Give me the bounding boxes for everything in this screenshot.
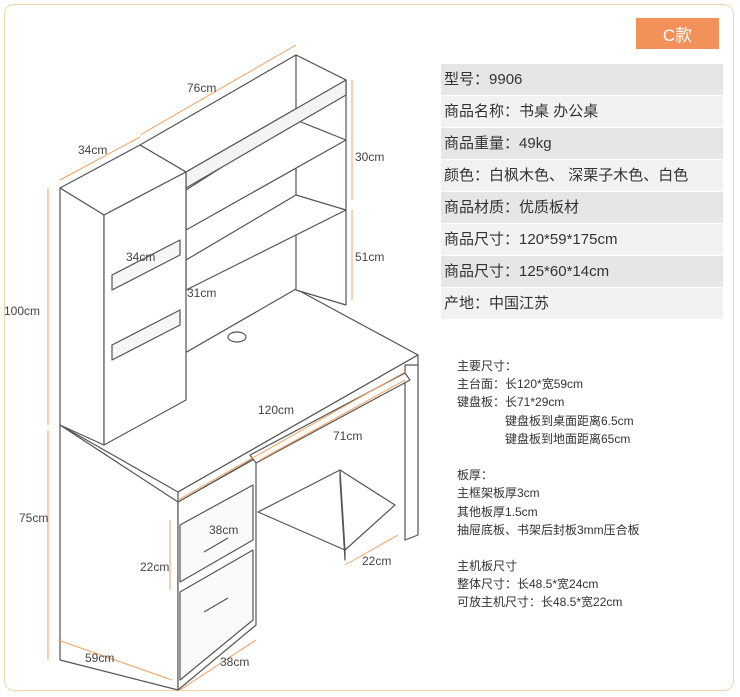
spec-label: 商品重量 xyxy=(444,135,519,152)
dimension-label: 34cm xyxy=(126,250,156,264)
tower-shelf-1 xyxy=(111,239,181,291)
keyboard-tray xyxy=(249,372,411,464)
note-line: 主框架板厚3cm xyxy=(457,486,540,501)
dimension-label: 71cm xyxy=(333,429,363,443)
dimension-label: 31cm xyxy=(187,286,217,300)
spec-row-weight: 商品重量49kg xyxy=(441,128,723,160)
spec-value: 书桌 办公桌 xyxy=(519,103,599,120)
note-line: 其他板厚1.5cm xyxy=(457,504,538,519)
lower-drawer xyxy=(179,549,254,681)
spec-label: 商品尺寸 xyxy=(444,263,519,280)
tower-shelf-2 xyxy=(111,309,181,361)
right-leg xyxy=(404,364,419,541)
notes-heading: 主机板尺寸 xyxy=(457,559,518,574)
dimension-label: 34cm xyxy=(78,143,108,157)
spec-value: 9906 xyxy=(489,71,523,88)
spec-label: 产地 xyxy=(444,295,489,312)
spec-row-material: 商品材质优质板材 xyxy=(441,192,723,224)
spec-row-model: 型号9906 xyxy=(441,64,723,96)
note-line: 整体尺寸：长48.5*宽24cm xyxy=(457,577,599,592)
spec-label: 型号 xyxy=(444,71,489,88)
spec-value: 125*60*14cm xyxy=(519,263,610,280)
dimension-label: 76cm xyxy=(187,81,217,95)
spec-row-size: 商品尺寸120*59*175cm xyxy=(441,224,723,256)
spec-value: 优质板材 xyxy=(519,199,580,216)
dimension-label: 75cm xyxy=(19,511,49,525)
dimension-label: 120cm xyxy=(258,403,295,417)
page-frame xyxy=(4,4,734,691)
dimension-label: 38cm xyxy=(220,655,250,669)
note-line: 键盘板到桌面距离6.5cm xyxy=(505,413,634,428)
dimension-label: 22cm xyxy=(140,560,170,574)
spec-value: 中国江苏 xyxy=(489,295,550,312)
spec-value: 120*59*175cm xyxy=(519,231,618,248)
spec-value: 49kg xyxy=(519,135,552,152)
spec-label: 商品尺寸 xyxy=(444,231,519,248)
notes-heading: 板厚： xyxy=(457,468,494,483)
dimension-label: 100cm xyxy=(4,304,41,318)
spec-value: 白枫木色、 深栗子木色、白色 xyxy=(489,167,689,184)
upper-drawer xyxy=(179,484,254,583)
host-board xyxy=(257,469,396,551)
dimension-label: 59cm xyxy=(85,651,115,665)
spec-label: 商品材质 xyxy=(444,199,519,216)
spec-table: 型号9906 商品名称书桌 办公桌 商品重量49kg 颜色白枫木色、 深栗子木色… xyxy=(441,64,723,320)
note-line: 可放主机尺寸：长48.5*宽22cm xyxy=(457,595,623,610)
spec-row-package-size: 商品尺寸125*60*14cm xyxy=(441,256,723,288)
note-line: 抽屉底板、书架后封板3mm压合板 xyxy=(457,522,640,537)
dimension-label: 30cm xyxy=(355,150,385,164)
dimension-label: 38cm xyxy=(209,523,239,537)
note-line: 主台面：长120*宽59cm xyxy=(457,377,584,392)
dimension-label: 22cm xyxy=(362,554,392,568)
size-notes: 主要尺寸： 主台面：长120*宽59cm 键盘板：长71*29cm 键盘板到桌面… xyxy=(457,357,640,612)
model-badge: C款 xyxy=(636,18,719,49)
notes-heading: 主要尺寸： xyxy=(457,359,518,373)
spec-row-origin: 产地中国江苏 xyxy=(441,288,723,320)
tower-front xyxy=(103,171,187,446)
spec-row-name: 商品名称书桌 办公桌 xyxy=(441,96,723,128)
cable-hole xyxy=(227,331,247,343)
spec-label: 商品名称 xyxy=(444,103,519,120)
note-line: 键盘板：长71*29cm xyxy=(457,395,565,410)
dimension-label: 51cm xyxy=(355,250,385,264)
spec-row-color: 颜色白枫木色、 深栗子木色、白色 xyxy=(441,160,723,192)
spec-label: 颜色 xyxy=(444,167,489,184)
tower-side xyxy=(59,187,105,446)
note-line: 键盘板到地面距离65cm xyxy=(505,431,631,446)
